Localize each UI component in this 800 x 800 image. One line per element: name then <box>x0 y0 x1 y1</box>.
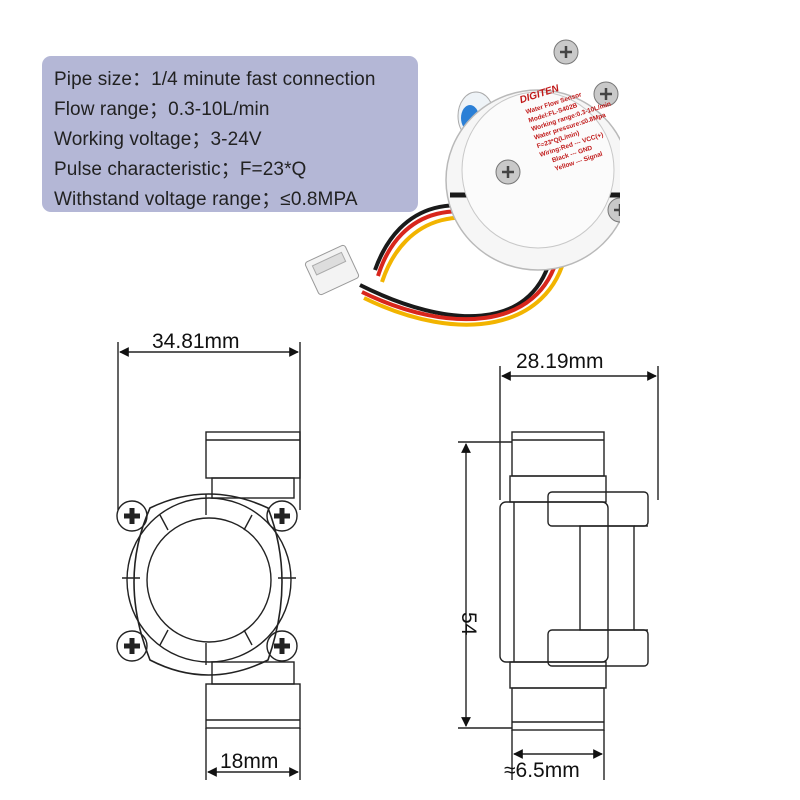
front-width-label: 34.81mm <box>152 330 240 353</box>
screw-icon <box>495 159 521 185</box>
spec-flow-range: Flow range；0.3-10L/min <box>54 99 270 120</box>
front-view <box>116 342 301 780</box>
side-pipe-label: ≈6.5mm <box>504 759 580 782</box>
product-label: DIGITEN Water Flow Sensor Model:FL-S402B… <box>518 83 612 173</box>
spec-pipe-size: Pipe size：1/4 minute fast connection <box>54 69 376 90</box>
screw-icon <box>116 630 148 662</box>
wire-connector <box>304 244 360 296</box>
side-view <box>458 366 659 780</box>
screw-icon <box>266 630 298 662</box>
spec-working-voltage: Working voltage；3-24V <box>54 129 262 150</box>
spec-panel: Pipe size：1/4 minute fast connection Flo… <box>42 56 418 212</box>
screw-icon <box>593 81 619 107</box>
front-pipe-label: 18mm <box>220 750 278 773</box>
sensor-photo: DIGITEN Water Flow Sensor Model:FL-S402B… <box>304 39 620 327</box>
side-height-label: 54 <box>457 612 480 636</box>
screw-icon <box>607 197 620 223</box>
screw-icon <box>553 39 579 65</box>
screw-icon <box>116 500 148 532</box>
side-width-label: 28.19mm <box>516 350 604 373</box>
spec-pulse: Pulse characteristic；F=23*Q <box>54 159 307 180</box>
screw-icon <box>266 500 298 532</box>
spec-withstand: Withstand voltage range；≤0.8MPA <box>54 189 358 210</box>
